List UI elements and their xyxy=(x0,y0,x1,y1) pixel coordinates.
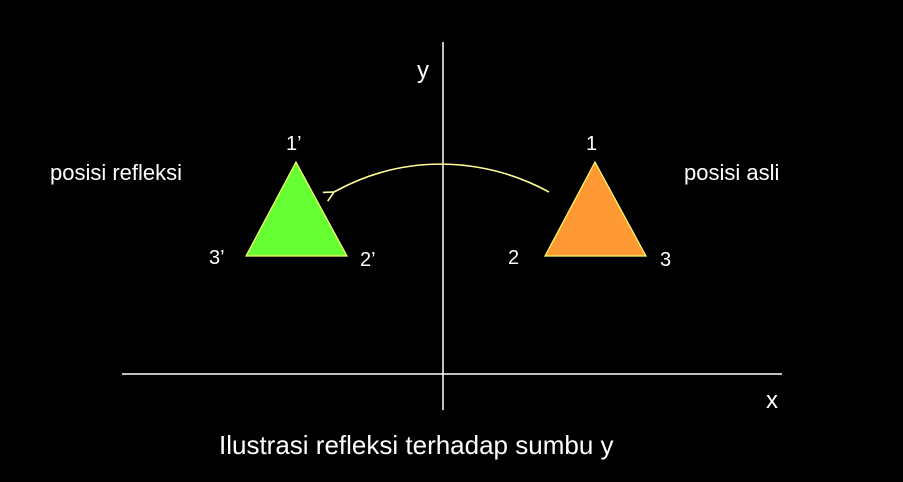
original-vertex-2-label: 2 xyxy=(508,247,519,269)
caption: Ilustrasi refleksi terhadap sumbu y xyxy=(219,430,614,460)
original-vertex-3-label: 3 xyxy=(660,249,671,271)
x-axis-label: x xyxy=(766,387,778,414)
reflection-position-label: posisi refleksi xyxy=(50,160,182,185)
reflected-triangle xyxy=(245,160,349,257)
reflected-vertex-1-label: 1’ xyxy=(286,133,302,155)
original-triangle xyxy=(544,160,648,257)
reflection-arrow xyxy=(322,163,550,202)
reflected-vertex-3-label: 3’ xyxy=(209,247,225,269)
y-axis-label: y xyxy=(417,57,429,84)
reflected-vertex-2-label: 2’ xyxy=(360,249,376,271)
original-position-label: posisi asli xyxy=(684,160,779,185)
original-vertex-1-label: 1 xyxy=(586,133,597,155)
